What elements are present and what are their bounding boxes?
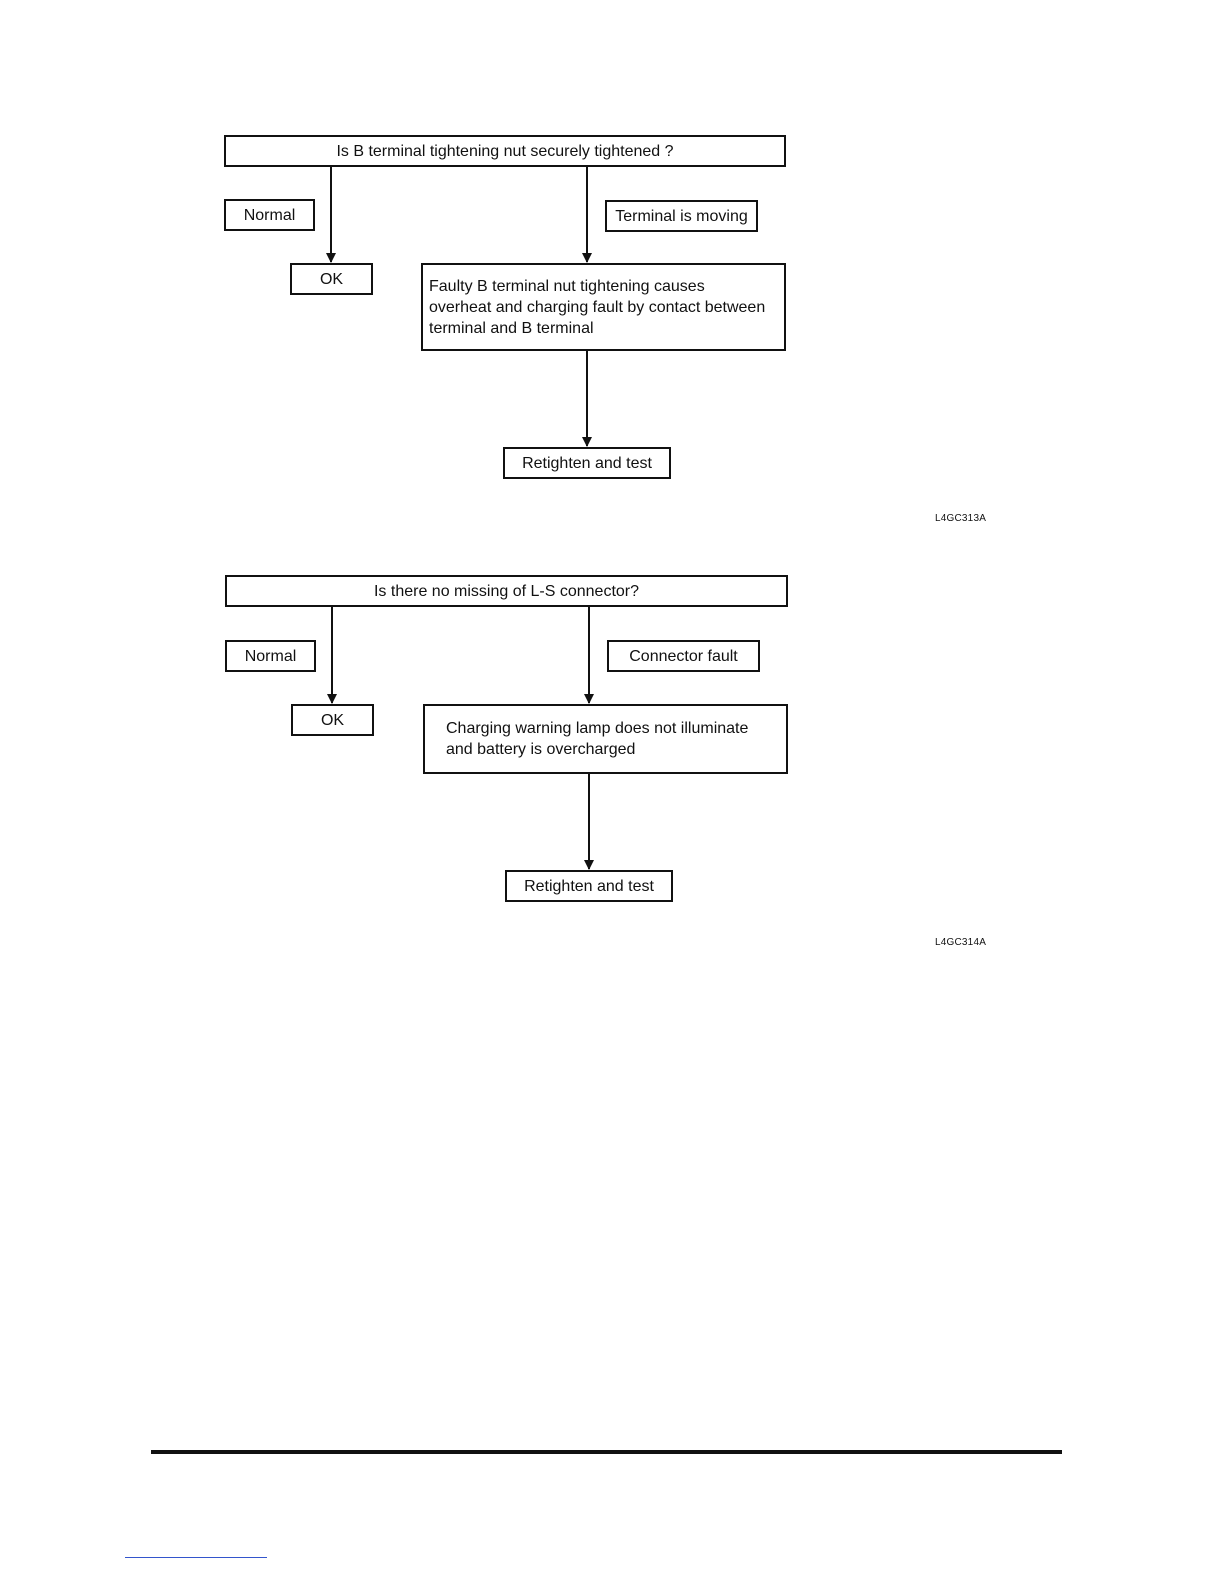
ok-box: OK	[291, 704, 374, 736]
normal-label: Normal	[225, 640, 316, 672]
cause-box: Charging warning lamp does not illuminat…	[423, 704, 788, 774]
action-box: Retighten and test	[503, 447, 671, 479]
fault-label: Terminal is moving	[605, 200, 758, 232]
footer-rule	[151, 1450, 1062, 1454]
question-box: Is there no missing of L-S connector?	[225, 575, 788, 607]
figure-code: L4GC314A	[935, 937, 987, 948]
ok-box: OK	[290, 263, 373, 295]
question-box: Is B terminal tightening nut securely ti…	[224, 135, 786, 167]
footer-link-underline	[125, 1557, 267, 1558]
cause-box: Faulty B terminal nut tightening causes …	[421, 263, 786, 351]
figure-code: L4GC313A	[935, 513, 987, 524]
action-box: Retighten and test	[505, 870, 673, 902]
normal-label: Normal	[224, 199, 315, 231]
fault-label: Connector fault	[607, 640, 760, 672]
